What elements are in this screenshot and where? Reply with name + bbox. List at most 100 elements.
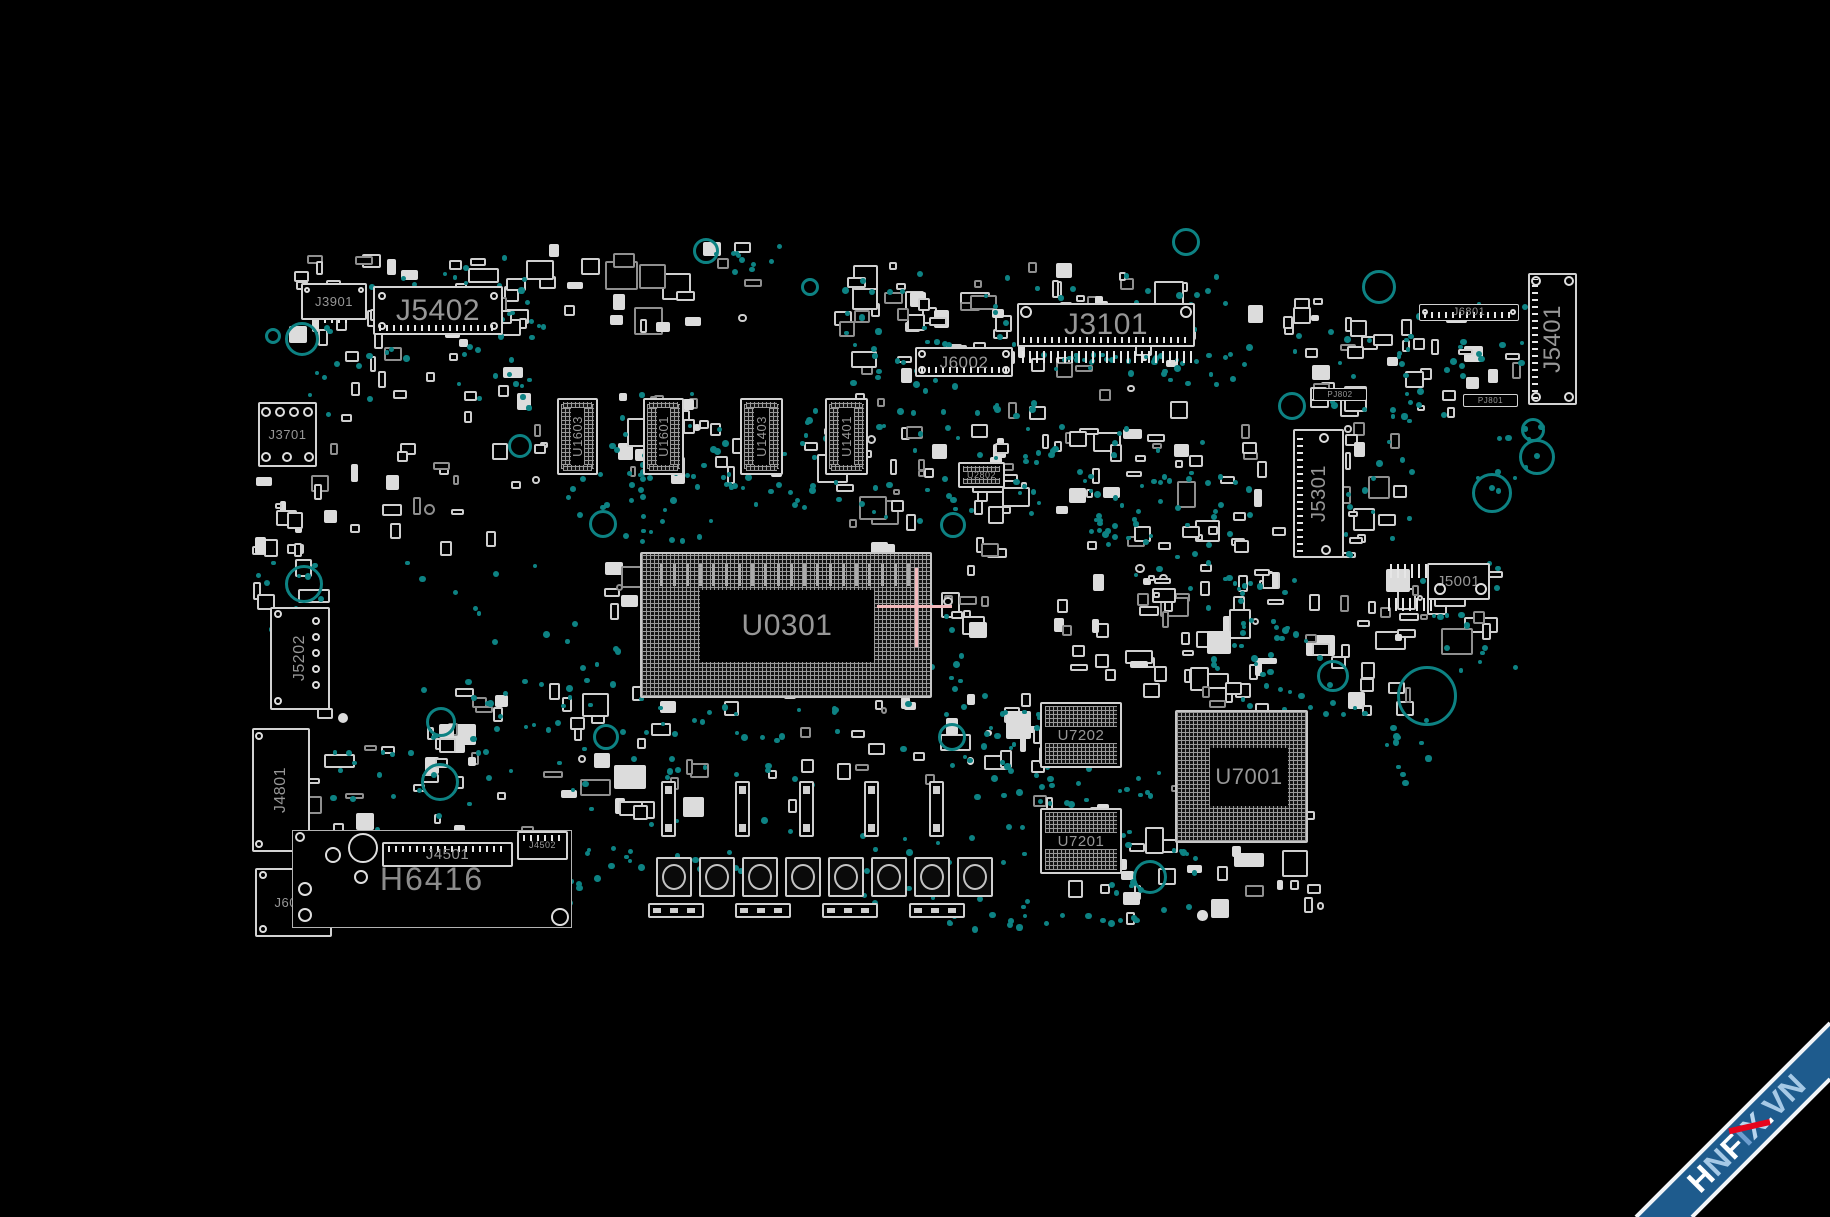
component-j5202[interactable]: J5202 xyxy=(270,607,330,710)
component-j6002[interactable]: J6002 xyxy=(915,347,1013,377)
via-dot xyxy=(1213,274,1219,280)
via-dot xyxy=(522,276,527,282)
smd-part xyxy=(1125,470,1142,478)
via-dot xyxy=(1158,480,1164,486)
component-u1601[interactable]: U1601 xyxy=(643,398,684,475)
smd-part xyxy=(1310,314,1320,321)
via-dot xyxy=(924,487,930,493)
via-dot xyxy=(1237,597,1245,605)
smd-part xyxy=(1068,487,1087,504)
component-pj802[interactable]: PJ802 xyxy=(1313,388,1367,401)
via-dot xyxy=(876,423,883,431)
smd-part xyxy=(717,257,730,270)
via-dot xyxy=(1189,470,1194,476)
fet-pad xyxy=(748,864,772,890)
pad-column xyxy=(647,404,657,469)
smd-part xyxy=(1020,735,1027,753)
via-dot xyxy=(1133,917,1140,924)
component-u7202[interactable]: U7202 xyxy=(1040,702,1122,768)
pad-column xyxy=(744,404,754,469)
hole-ring xyxy=(312,681,320,689)
via-dot xyxy=(1279,635,1285,641)
via-dot xyxy=(1518,359,1526,367)
via-dot xyxy=(1127,829,1132,835)
smd-part xyxy=(1042,433,1050,449)
via-dot xyxy=(661,721,666,726)
component-u1401[interactable]: U1401 xyxy=(825,398,868,475)
fet-pad xyxy=(791,864,815,890)
via-dot xyxy=(886,482,893,489)
smd-part xyxy=(1393,485,1407,499)
via-dot xyxy=(1327,329,1334,336)
smd-part xyxy=(1207,631,1232,655)
smd-part xyxy=(1057,599,1068,614)
smd-part xyxy=(951,610,963,620)
via-dot xyxy=(1001,792,1008,799)
via-dot xyxy=(1246,702,1253,709)
smd-part xyxy=(491,442,508,460)
component-j5301[interactable]: J5301 xyxy=(1293,429,1344,558)
die-area: U0301 xyxy=(700,590,874,662)
component-j4502[interactable]: J4502 xyxy=(517,831,568,860)
via-dot xyxy=(1004,763,1011,770)
component-u7001[interactable]: U7001 xyxy=(1175,710,1308,843)
via-dot xyxy=(524,724,529,730)
smd-part xyxy=(675,290,695,301)
via-dot xyxy=(1100,917,1107,924)
via-dot xyxy=(1192,855,1198,861)
via-dot xyxy=(322,375,328,380)
smd-part xyxy=(1175,459,1184,469)
via-dot xyxy=(1343,532,1349,537)
via-dot xyxy=(852,343,857,348)
via-dot xyxy=(646,474,654,482)
watermark-text: HNFIX.VN xyxy=(1680,1067,1812,1199)
via-dot xyxy=(1437,613,1444,620)
component-j5402[interactable]: J5402 xyxy=(373,286,503,335)
smd-part xyxy=(1283,316,1293,329)
smd-part xyxy=(467,756,476,767)
via-dot xyxy=(1075,781,1081,787)
smd-part xyxy=(1202,685,1211,698)
smd-part xyxy=(548,683,561,700)
via-dot xyxy=(1458,668,1463,673)
via-dot xyxy=(312,562,318,568)
component-u1603[interactable]: U1603 xyxy=(557,398,598,475)
component-j3101[interactable]: J3101 xyxy=(1017,303,1195,347)
via-dot xyxy=(740,486,745,491)
smd-part xyxy=(594,753,611,769)
component-j4501[interactable]: J4501 xyxy=(382,842,513,867)
via-dot xyxy=(906,849,913,856)
via-dot xyxy=(1415,402,1422,409)
u7202-label-box: U7202 xyxy=(1042,704,1120,766)
via-dot xyxy=(1210,656,1218,663)
via-dot xyxy=(1174,365,1182,373)
smd-part xyxy=(889,262,897,271)
via-dot xyxy=(659,519,665,525)
fet-package xyxy=(957,857,993,897)
component-u2802[interactable]: U2802 xyxy=(958,462,1005,488)
via-dot xyxy=(390,794,397,800)
smd-part xyxy=(1231,845,1242,857)
smd-part xyxy=(804,441,819,452)
pad-band xyxy=(1045,849,1117,870)
via-dot xyxy=(1205,288,1212,295)
j6801-label-box: J6801 xyxy=(1420,305,1518,320)
component-pj801[interactable]: PJ801 xyxy=(1463,394,1518,407)
via-dot xyxy=(571,787,576,792)
component-j3901[interactable]: J3901 xyxy=(301,283,367,320)
via-dot xyxy=(493,725,500,733)
component-u1403[interactable]: U1403 xyxy=(740,398,783,475)
hole-ring xyxy=(1422,309,1428,315)
component-j5401[interactable]: J5401 xyxy=(1528,273,1577,405)
component-u0301[interactable]: U0301 xyxy=(640,552,932,698)
via-dot xyxy=(974,410,981,417)
smd-part xyxy=(1028,262,1038,274)
via-dot xyxy=(1044,921,1049,926)
component-u7201[interactable]: U7201 xyxy=(1040,808,1122,874)
via-dot xyxy=(769,258,775,264)
component-j6801[interactable]: J6801 xyxy=(1419,304,1519,321)
via-dot xyxy=(1022,483,1028,490)
hole-ring xyxy=(295,832,305,842)
smd-part xyxy=(1309,593,1321,611)
